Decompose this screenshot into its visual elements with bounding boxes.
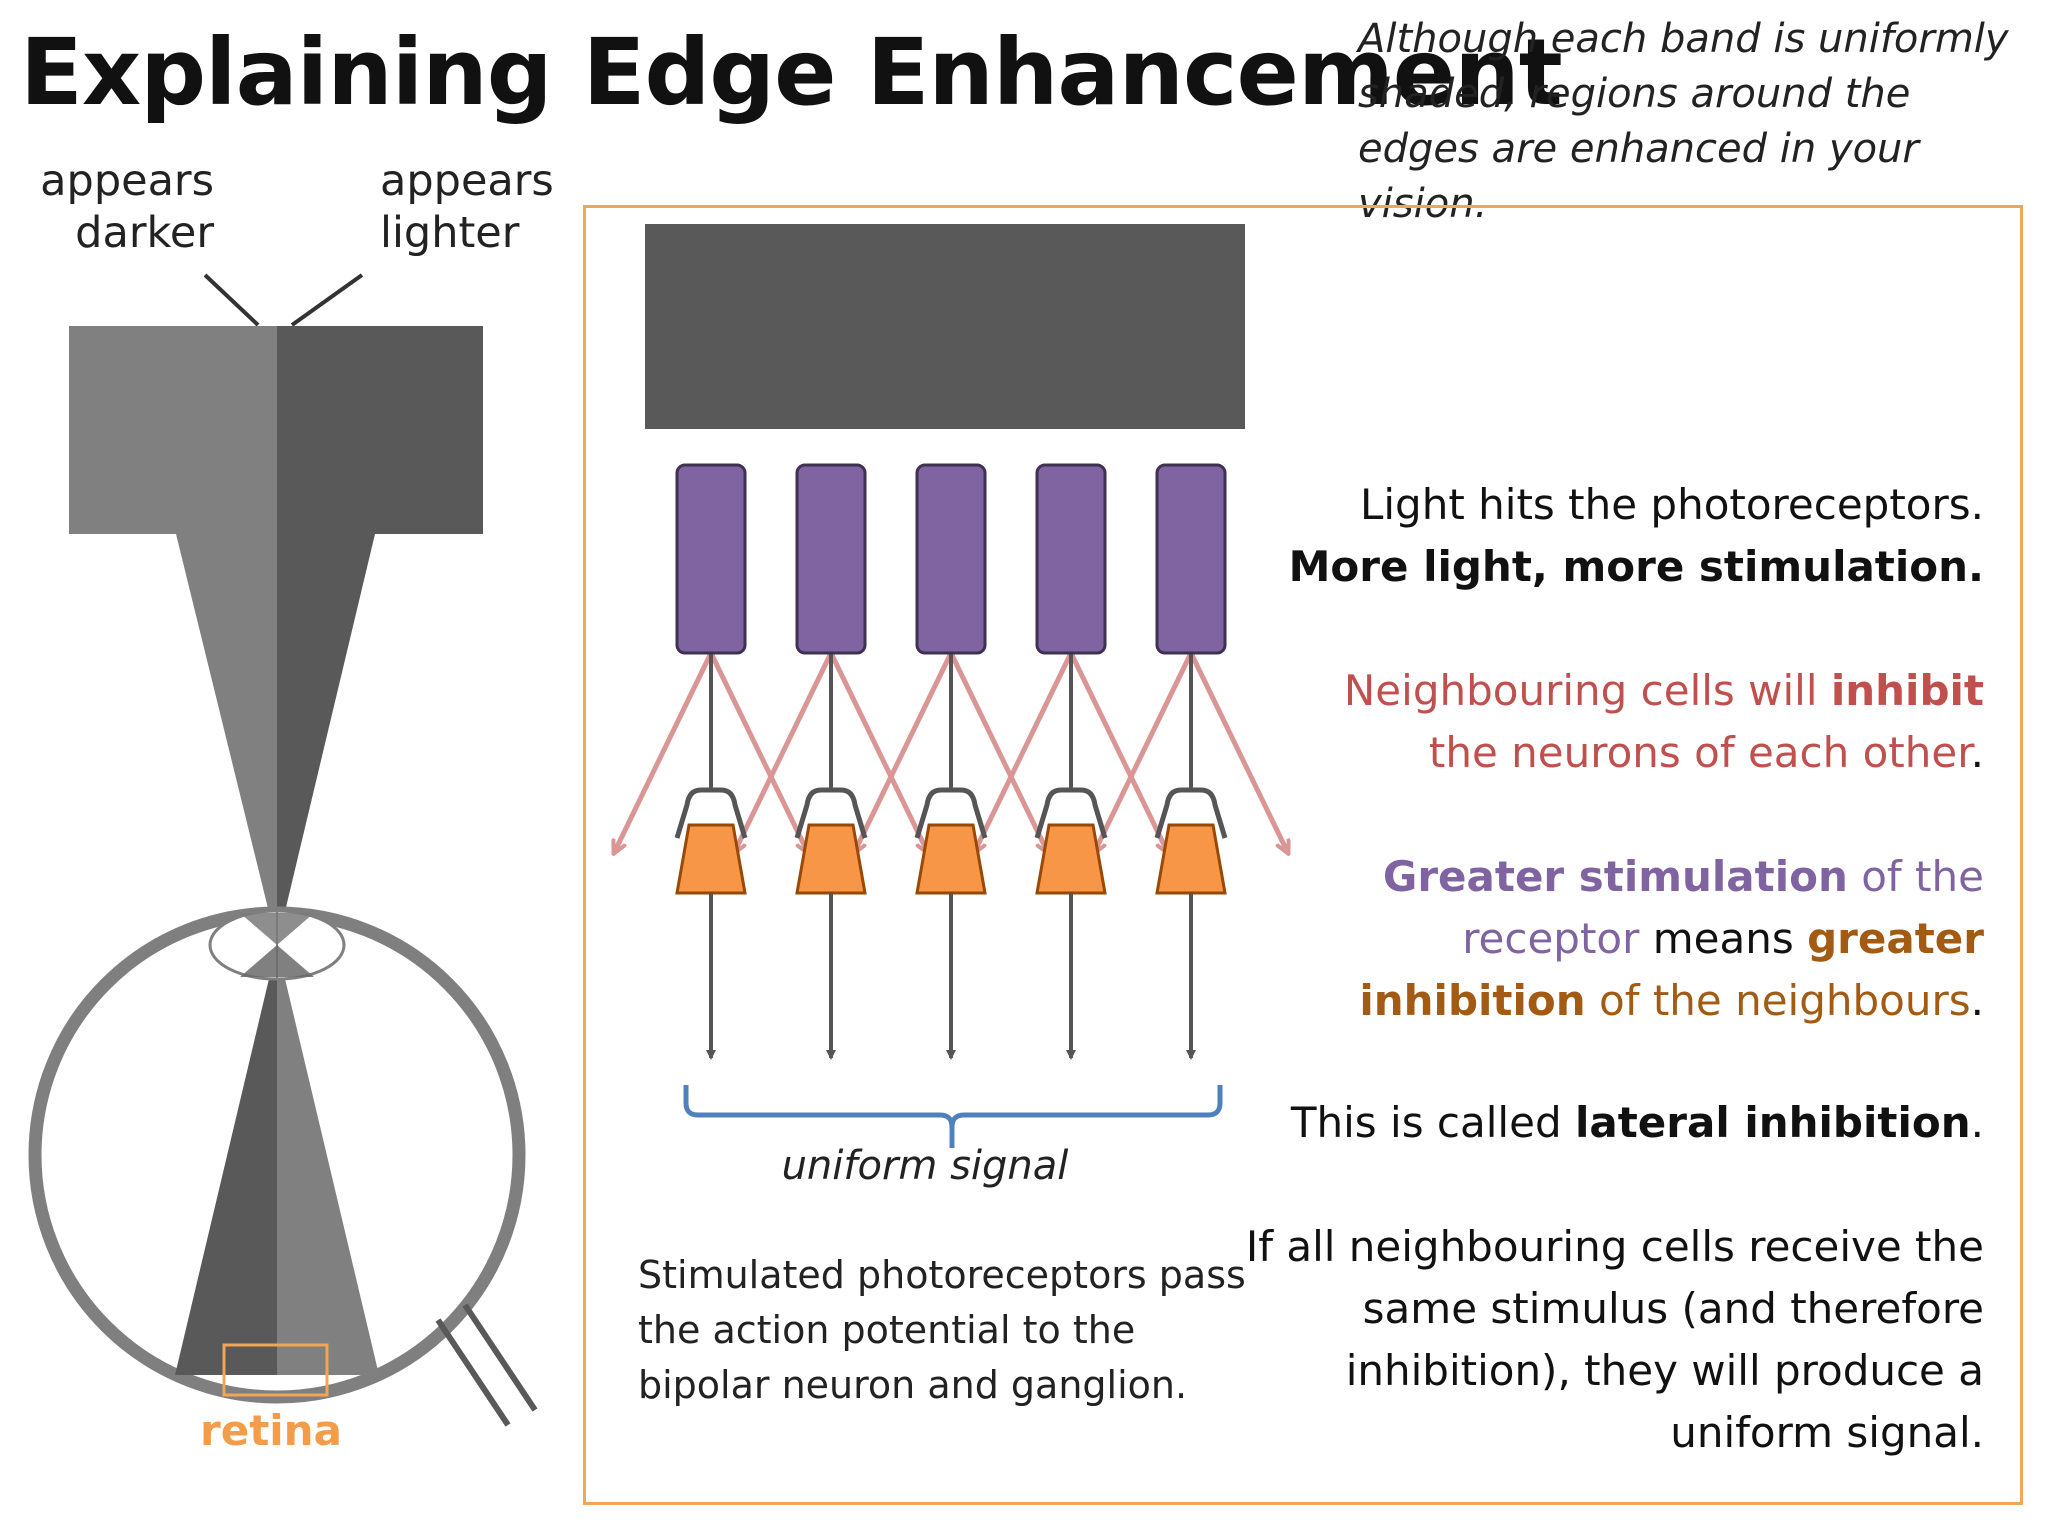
p3-of-the-neighbours: of the neighbours [1585,976,1971,1025]
page-title: Explaining Edge Enhancement [20,19,1563,126]
uniform-signal-label: uniform signal [781,1143,1069,1189]
p3-period: . [1970,976,1984,1025]
uniform-signal-brace [683,1085,1223,1148]
inhibit-arrow-left-1 [614,651,714,853]
p1-line-a: Light hits the photoreceptors. [1359,480,1984,529]
retina-highlight-box [222,1343,329,1397]
inhibit-arrow-right-2 [828,651,928,853]
label-light-line1: appears [380,156,554,206]
photoreceptor-2 [795,463,867,655]
synapse-bracket-5 [1154,787,1228,839]
label-dark-line1: appears [40,156,214,206]
light-ray-upper-right [277,534,375,945]
synapse-bracket-1 [674,787,748,839]
p4-lateral-inhibition: lateral inhibition [1574,1098,1971,1147]
synapse-bracket-3 [914,787,988,839]
retina-label: retina [200,1406,342,1455]
p3-inhibition: inhibition [1359,976,1586,1025]
p2-text-inhibit: inhibit [1830,666,1984,715]
receptor-cells [614,463,1288,1060]
light-ray-upper-left [176,534,277,945]
photoreceptor-4 [1035,463,1107,655]
explanation-frame [583,205,2023,1505]
label-light-line2: lighter [380,208,520,258]
light-band [69,326,277,534]
optic-nerve-line-1 [435,1318,511,1427]
subtitle: Although each band is uniformly shaded, … [1358,16,2009,227]
inhibit-arrow-right-3 [948,651,1048,853]
photoreceptor-1 [675,463,747,655]
bipolar-neuron-2 [795,823,867,895]
bipolar-neuron-5 [1155,823,1227,895]
bipolar-neuron-3 [915,823,987,895]
p1-line-b: More light, more stimulation. [1288,542,1984,591]
label-appears-darker: appears darker [34,155,214,259]
p2-text-a: Neighbouring cells will [1343,666,1831,715]
dark-band [277,326,483,534]
darker-pointer-line [203,273,260,327]
synapse-bracket-4 [1034,787,1108,839]
inhibit-arrow-left-2 [734,651,834,853]
neural-diagram [614,224,1288,1148]
inhibit-arrow-right-1 [708,651,808,853]
stimulus-bar [645,224,1245,429]
synapse-bracket-2 [794,787,868,839]
inhibit-arrow-left-5 [1094,651,1194,853]
eye-diagram [28,273,538,1427]
p2-text-period: . [1970,728,1984,777]
photoreceptor-3 [915,463,987,655]
bipolar-neuron-1 [675,823,747,895]
inhibit-arrow-left-3 [854,651,954,853]
inhibit-arrow-right-5 [1188,651,1288,853]
paragraph-uniform-signal: If all neighbouring cells receive the sa… [1245,1222,1984,1457]
p2-text-c: the neurons of each other [1428,728,1971,777]
lighter-pointer-line [290,273,364,327]
p3-of-the: of the [1847,852,1984,901]
paragraph-lateral-inhibition: This is called lateral inhibition. [1224,1092,1984,1154]
p4-text-a: This is called [1290,1098,1575,1147]
photoreceptor-5 [1155,463,1227,655]
p3-greater-stimulation: Greater stimulation [1382,852,1848,901]
label-dark-line2: darker [75,208,214,258]
label-appears-lighter: appears lighter [380,155,600,259]
light-ray-lower-right [277,945,379,1375]
optic-nerve-line-2 [462,1303,538,1412]
light-ray-lower-left [175,945,277,1375]
inhibit-arrow-left-4 [974,651,1074,853]
inhibit-arrow-right-4 [1068,651,1168,853]
p3-means: means [1639,914,1808,963]
p3-greater: greater [1807,914,1984,963]
p4-period: . [1970,1098,1984,1147]
p3-receptor: receptor [1462,914,1640,963]
paragraph-inhibit: Neighbouring cells will inhibit the neur… [1224,660,1984,784]
paragraph-greater-stimulation: Greater stimulation of the receptor mean… [1224,846,1984,1032]
bipolar-neuron-4 [1035,823,1107,895]
paragraph-light-hits: Light hits the photoreceptors. More ligh… [1224,474,1984,598]
neural-caption: Stimulated photoreceptors pass the actio… [638,1253,1246,1407]
